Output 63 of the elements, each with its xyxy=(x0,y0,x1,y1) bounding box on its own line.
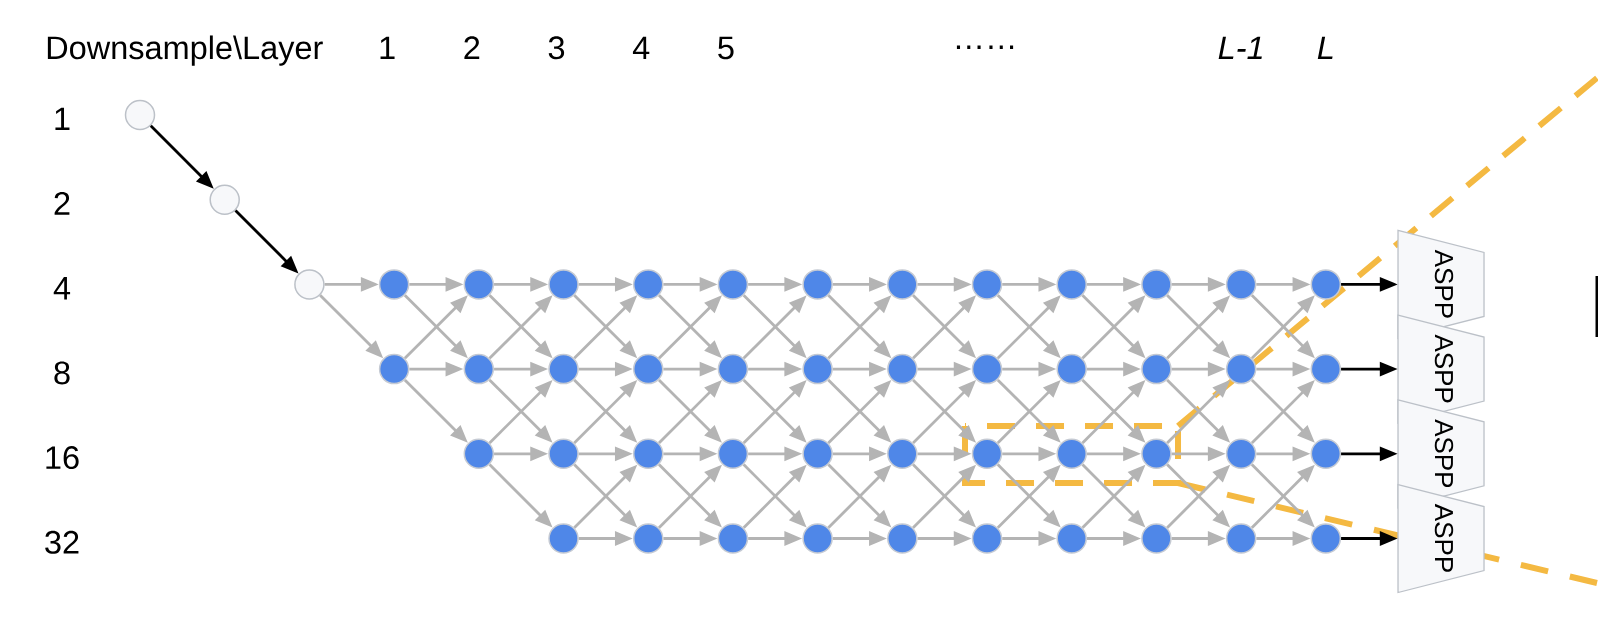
column-label: 4 xyxy=(632,36,650,59)
circle-node xyxy=(887,438,918,470)
row-label: 32 xyxy=(45,530,79,554)
column-label: L xyxy=(1317,36,1333,59)
circle-node xyxy=(717,269,749,300)
circle-node xyxy=(209,184,240,215)
circle-node xyxy=(378,353,410,385)
column-label: 5 xyxy=(718,36,734,60)
circle-node xyxy=(632,269,664,300)
circle-node xyxy=(717,438,749,470)
column-label: 2 xyxy=(464,36,480,59)
circle-node xyxy=(887,523,918,554)
circle-node xyxy=(971,269,1003,300)
circle-node xyxy=(1141,523,1172,554)
circle-node xyxy=(971,353,1003,385)
circle-node xyxy=(802,438,833,470)
circle-node xyxy=(463,269,495,300)
circle-node xyxy=(1225,353,1257,385)
circle-node xyxy=(1056,269,1087,300)
column-label: L-1 xyxy=(1218,36,1262,59)
circle-node xyxy=(1225,523,1257,554)
column-label: 3 xyxy=(548,36,565,60)
circle-node xyxy=(971,438,1003,470)
row-label: 4 xyxy=(53,277,71,300)
circle-node xyxy=(1310,353,1342,385)
column-label: 1 xyxy=(380,36,395,59)
circle-node xyxy=(1056,353,1087,385)
circle-node xyxy=(1310,523,1342,554)
circle-node xyxy=(971,523,1003,554)
circle-node xyxy=(1310,269,1342,300)
circle-node xyxy=(548,269,579,300)
circle-node xyxy=(632,523,664,554)
circle-node xyxy=(802,523,833,554)
circle-node xyxy=(548,353,579,385)
row-label: 16 xyxy=(46,446,79,470)
circle-node xyxy=(1141,269,1172,300)
circle-node xyxy=(463,353,495,385)
circle-node xyxy=(1225,269,1257,300)
circle-node xyxy=(548,523,579,554)
circle-node xyxy=(294,269,325,300)
circle-node xyxy=(1141,353,1172,385)
circle-node xyxy=(802,353,833,385)
circle-node xyxy=(1056,438,1087,470)
circle-node xyxy=(632,353,664,385)
circle-node xyxy=(548,438,579,470)
circle-node xyxy=(717,353,749,385)
circle-node xyxy=(1310,438,1342,470)
circle-node xyxy=(802,269,833,300)
circle-node xyxy=(463,438,495,470)
circle-node xyxy=(887,269,918,300)
row-label: 1 xyxy=(55,107,70,130)
circle-node xyxy=(1225,438,1257,470)
row-label: 8 xyxy=(54,361,70,385)
circle-node xyxy=(632,438,664,470)
circle-node xyxy=(717,523,749,554)
circle-node xyxy=(887,353,918,385)
column-label: …… xyxy=(956,45,1014,49)
circle-node xyxy=(1056,523,1087,554)
circle-node xyxy=(124,99,156,131)
circle-node xyxy=(1141,438,1172,470)
circle-node xyxy=(378,269,410,300)
axis-title: Downsample\Layer xyxy=(47,35,323,66)
row-label: 2 xyxy=(54,192,70,215)
